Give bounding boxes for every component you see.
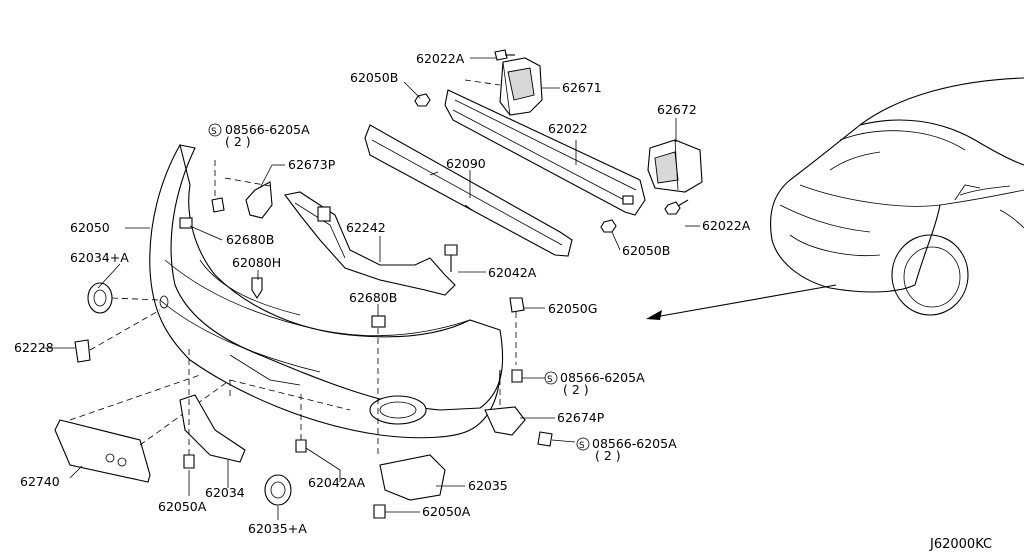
part-labels: 62022A 62050B 62671 62672 62022 62090 62… [14, 51, 992, 552]
energy-absorber-62090 [364, 124, 573, 257]
label-62080H: 62080H [232, 255, 281, 270]
clip-62080H [251, 277, 263, 300]
label-08566-b: 08566-6205A [560, 370, 645, 385]
s-marker-b: S [544, 371, 558, 385]
bracket-62673P [245, 181, 273, 219]
direction-arrow [646, 284, 837, 320]
bracket-62674P [484, 370, 526, 436]
bolt-62050A-bottom [373, 504, 386, 519]
bracket-62671 [464, 57, 543, 116]
bracket-62672 [647, 139, 703, 193]
label-62042AA: 62042AA [308, 475, 366, 490]
clip-62680B-a [179, 217, 193, 229]
cover-62228 [74, 309, 161, 363]
label-62022A-right: 62022A [702, 218, 751, 233]
label-62740: 62740 [20, 474, 60, 489]
label-62034: 62034 [205, 485, 245, 500]
label-62050: 62050 [70, 220, 110, 235]
screw-08566-c [537, 431, 553, 447]
label-62050G: 62050G [548, 301, 597, 316]
label-62035: 62035 [468, 478, 508, 493]
svg-text:S: S [547, 375, 553, 385]
bolt-62050A-left [183, 345, 195, 469]
label-62674P: 62674P [557, 410, 605, 425]
deflector-62035 [379, 454, 446, 501]
label-08566-a-qty: ( 2 ) [225, 134, 251, 149]
bumper-fascia-62050 [149, 144, 504, 439]
bolt-62042A [444, 244, 458, 272]
leader-lines [42, 57, 700, 520]
bolt-62022A-right [664, 199, 689, 215]
retainer-62242 [284, 191, 456, 296]
label-62242: 62242 [346, 220, 386, 235]
label-08566-a: 08566-6205A [225, 122, 310, 137]
fog-lamp-cover-62035A [264, 474, 292, 506]
label-62050A-left: 62050A [158, 499, 207, 514]
label-62050A-bottom: 62050A [422, 504, 471, 519]
dash-guides [224, 177, 351, 411]
fog-lamp-cover-62034A [87, 282, 161, 314]
label-08566-c-qty: ( 2 ) [595, 448, 621, 463]
label-62034A: 62034+A [70, 250, 129, 265]
clip-62680B-b [371, 315, 386, 455]
label-62673P: 62673P [288, 157, 336, 172]
nut-62050B-right [600, 219, 617, 233]
label-62228: 62228 [14, 340, 54, 355]
bumper-reinforcement-62022 [444, 89, 646, 216]
bolt-62042AA [295, 390, 307, 453]
label-62022: 62022 [548, 121, 588, 136]
bracket-62034 [179, 394, 246, 463]
svg-text:S: S [579, 441, 585, 451]
s-marker-c: S [576, 437, 590, 451]
label-62022A-top: 62022A [416, 51, 465, 66]
clip-62050G [509, 297, 525, 365]
screw-08566-a [211, 160, 225, 213]
s-marker-a: S [208, 123, 222, 137]
vehicle-outline [770, 77, 1024, 316]
label-62050B-top: 62050B [350, 70, 398, 85]
svg-text:S: S [211, 127, 217, 137]
label-62042A: 62042A [488, 265, 537, 280]
label-62671: 62671 [562, 80, 602, 95]
diagram-code: J62000KC [929, 537, 992, 552]
label-62680B-b: 62680B [349, 290, 397, 305]
label-62680B-a: 62680B [226, 232, 274, 247]
screw-08566-b [511, 369, 523, 383]
bolt-62022A-top [494, 49, 515, 61]
label-08566-b-qty: ( 2 ) [563, 382, 589, 397]
label-08566-c: 08566-6205A [592, 436, 677, 451]
label-62035A: 62035+A [248, 521, 307, 536]
label-62672: 62672 [657, 102, 697, 117]
label-62050B-right: 62050B [622, 243, 670, 258]
label-62090: 62090 [446, 156, 486, 171]
